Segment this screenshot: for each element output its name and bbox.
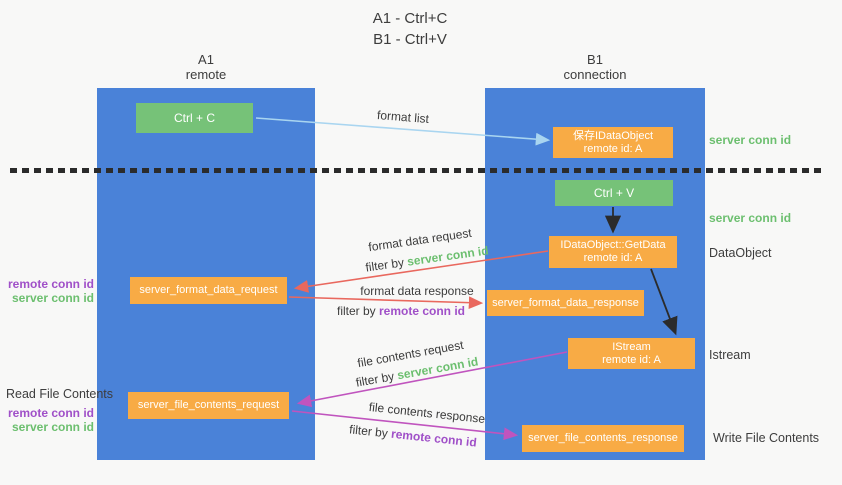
node-ctrl-c-label: Ctrl + C [173, 110, 215, 125]
node-save-idataobject-line1: 保存IDataObject [572, 129, 654, 142]
left-format-server-conn-id: server conn id [11, 291, 94, 305]
right-dataobject-label: DataObject [709, 246, 772, 260]
left-format-remote-conn-id: remote conn id [7, 277, 94, 291]
node-format-response-label: server_format_data_response [492, 296, 639, 309]
remote-conn-id-text: remote conn id [379, 304, 466, 318]
column-a1-subtitle: remote [185, 67, 227, 82]
right-write-file-contents: Write File Contents [713, 431, 820, 445]
left-read-file-contents: Read File Contents [6, 387, 114, 401]
left-file-conn-ids: remote conn id server conn id [0, 406, 94, 434]
node-file-request-label: server_file_contents_request [137, 399, 280, 411]
node-server-file-contents-request: server_file_contents_request [128, 392, 289, 419]
phase-divider-dashed-line [10, 168, 826, 173]
node-ctrl-v: Ctrl + V [555, 180, 673, 206]
node-ctrl-c: Ctrl + C [136, 103, 253, 133]
column-b1-name: B1 [587, 52, 603, 67]
column-a1-name: A1 [198, 52, 214, 67]
left-format-conn-ids: remote conn id server conn id [0, 277, 94, 305]
node-idataobject-getdata: IDataObject::GetData remote id: A [549, 236, 677, 268]
left-file-remote-conn-id: remote conn id [7, 406, 94, 420]
label-format-data-response: format data response [360, 284, 474, 298]
title-line-2: B1 - Ctrl+V [373, 31, 447, 48]
arrow-format-data-response [288, 296, 484, 310]
node-format-request-label: server_format_data_request [139, 284, 278, 296]
node-server-format-data-response: server_format_data_response [487, 290, 644, 316]
node-save-idataobject: 保存IDataObject remote id: A [553, 127, 673, 158]
node-getdata-line1: IDataObject::GetData [560, 239, 666, 251]
arrow-file-contents-response [291, 410, 519, 441]
right-server-conn-id-mid: server conn id [709, 211, 792, 225]
title-line-1: A1 - Ctrl+C [372, 10, 448, 27]
node-ctrl-v-label: Ctrl + V [593, 185, 635, 200]
node-server-format-data-request: server_format_data_request [130, 277, 287, 304]
right-istream-label: Istream [709, 348, 751, 362]
diagram-title: A1 - Ctrl+C B1 - Ctrl+V [310, 8, 510, 50]
node-file-response-label: server_file_contents_response [528, 432, 678, 444]
node-istream-line1: IStream [612, 340, 651, 353]
right-server-conn-id-top: server conn id [709, 133, 792, 147]
node-istream-line2: remote id: A [602, 353, 661, 366]
arrow-file-contents-request [296, 351, 568, 408]
column-header-a1: A1 remote [146, 52, 266, 82]
column-header-b1: B1 connection [535, 52, 655, 82]
node-save-idataobject-line2: remote id: A [583, 142, 643, 155]
arrow-format-list [255, 117, 551, 146]
arrow-getdata-to-istream [650, 268, 678, 336]
column-b1-subtitle: connection [563, 67, 627, 82]
node-istream: IStream remote id: A [568, 338, 695, 369]
left-file-server-conn-id: server conn id [11, 420, 94, 434]
filter-by-text: filter by [336, 304, 379, 318]
arrow-format-data-request [293, 250, 549, 293]
node-server-file-contents-response: server_file_contents_response [522, 425, 684, 452]
label-filter-by-remote-conn-id-1: filter by remote conn id [336, 304, 466, 318]
node-getdata-line2: remote id: A [583, 252, 643, 264]
